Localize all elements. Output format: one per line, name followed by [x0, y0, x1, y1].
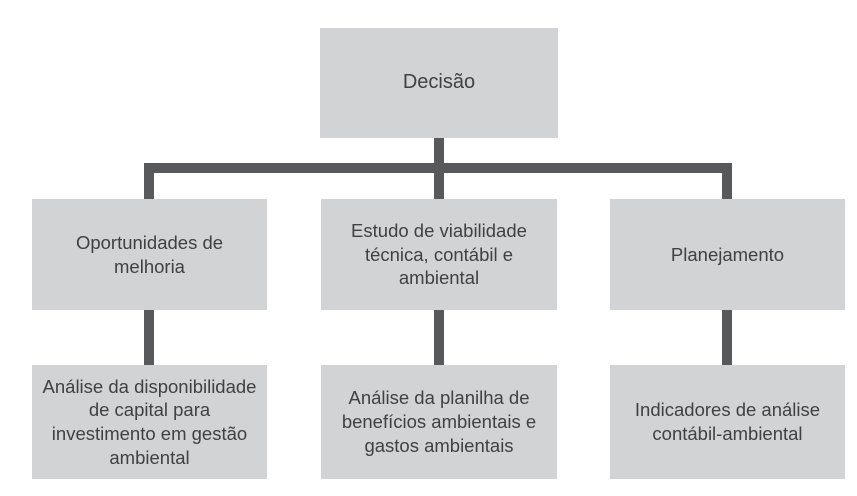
- node-planejamento-label: Planejamento: [670, 243, 785, 265]
- node-decisao-label: Decisão: [402, 71, 476, 94]
- connector-right-column: [722, 310, 732, 365]
- node-indicadores-analise-contabil: Indicadores de análise contábil-ambienta…: [610, 365, 845, 479]
- node-estudo-de-viabilidade: Estudo de viabilidade técnica, contábil …: [321, 199, 557, 310]
- connector-right-drop: [722, 168, 732, 199]
- node-analise-disponibilidade-capital: Análise da disponibilidade de capital pa…: [32, 365, 267, 479]
- node-planejamento: Planejamento: [610, 199, 845, 310]
- connector-left-column: [144, 310, 154, 365]
- connector-middle-column: [434, 310, 444, 365]
- node-decisao: Decisão: [320, 28, 558, 138]
- node-analise-capital-label: Análise da disponibilidade de capital pa…: [42, 375, 257, 468]
- connector-left-drop: [144, 168, 154, 199]
- node-oportunidades-label: Oportunidades de melhoria: [75, 231, 224, 277]
- node-analise-planilha-label: Análise da planilha de benefícios ambien…: [341, 387, 537, 456]
- node-oportunidades-de-melhoria: Oportunidades de melhoria: [32, 199, 267, 310]
- connector-horizontal-bar: [144, 163, 732, 173]
- node-indicadores-label: Indicadores de análise contábil-ambienta…: [634, 399, 821, 444]
- node-estudo-label: Estudo de viabilidade técnica, contábil …: [351, 219, 527, 289]
- node-analise-planilha-beneficios: Análise da planilha de benefícios ambien…: [321, 365, 557, 479]
